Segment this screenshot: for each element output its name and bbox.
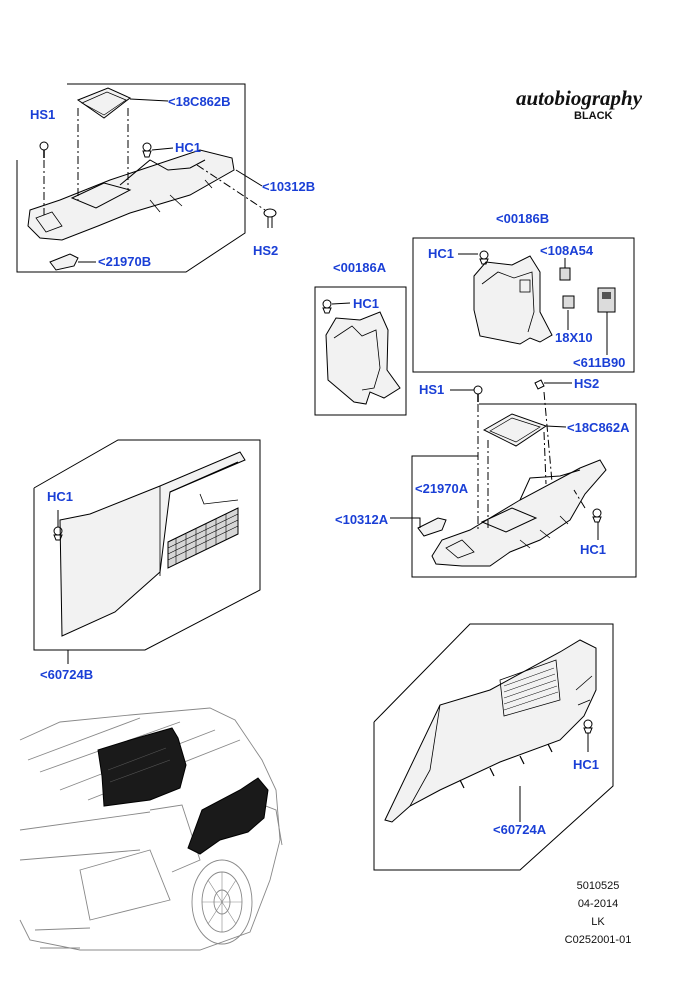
callout-10312b[interactable]: <10312B: [262, 179, 316, 194]
part-storage-net: [167, 507, 239, 569]
callout-hs2-a[interactable]: HS2: [253, 243, 279, 258]
callout-611b90[interactable]: <611B90: [573, 355, 626, 370]
part-21970a: [417, 517, 447, 537]
part-611b90: [597, 287, 616, 313]
callout-10312a[interactable]: <10312A: [335, 512, 389, 527]
part-21970b: [49, 253, 79, 271]
callout-00186a[interactable]: <00186A: [333, 260, 387, 275]
callout-00186b[interactable]: <00186B: [496, 211, 550, 226]
group-00186b: [412, 237, 635, 373]
callout-hc1-e[interactable]: HC1: [47, 489, 74, 504]
callout-60724b[interactable]: <60724B: [40, 667, 94, 682]
brand-subtitle: BLACK: [574, 110, 613, 122]
group-10312a: [390, 379, 637, 578]
callout-hc1-c[interactable]: HC1: [428, 246, 455, 261]
callout-hs2-d[interactable]: HS2: [574, 376, 600, 391]
group-10312b: [16, 83, 277, 273]
callout-108a54[interactable]: <108A54: [540, 243, 594, 258]
vehicle-trim-highlight-right: [187, 777, 269, 855]
callout-60724a[interactable]: <60724A: [493, 822, 547, 837]
callout-21970a[interactable]: <21970A: [415, 481, 469, 496]
callout-hc1-b[interactable]: HC1: [353, 296, 380, 311]
part-00186b: [473, 255, 553, 345]
callout-hs1-a[interactable]: HS1: [30, 107, 56, 122]
callout-hc1-a[interactable]: HC1: [175, 140, 202, 155]
group-00186a: [314, 286, 407, 416]
callout-hs1-d[interactable]: HS1: [419, 382, 445, 397]
footer-ref-number: 5010525: [576, 880, 620, 892]
group-10312b-frame: [16, 83, 246, 273]
callout-hc1-f[interactable]: HC1: [573, 757, 600, 772]
vehicle-trim-highlight-left: [97, 727, 187, 807]
part-18x10: [562, 295, 575, 309]
part-18c862b: [76, 87, 131, 119]
part-108a54: [559, 267, 571, 281]
callout-18x10[interactable]: 18X10: [555, 330, 593, 345]
group-60724a: [373, 623, 614, 871]
footer-date: 04-2014: [577, 898, 619, 910]
group-60724b: [33, 439, 261, 664]
part-60724a: [384, 639, 597, 823]
callout-18c862a[interactable]: <18C862A: [567, 420, 630, 435]
footer-illustration-id: C0252001-01: [564, 934, 632, 946]
part-10312b: [27, 149, 235, 241]
callout-18c862b[interactable]: <18C862B: [168, 94, 231, 109]
callout-hc1-d[interactable]: HC1: [580, 542, 607, 557]
footer-code: LK: [591, 916, 605, 928]
brand-title: autobiography: [516, 86, 643, 110]
part-00186a: [325, 311, 401, 405]
callout-21970b[interactable]: <21970B: [98, 254, 152, 269]
